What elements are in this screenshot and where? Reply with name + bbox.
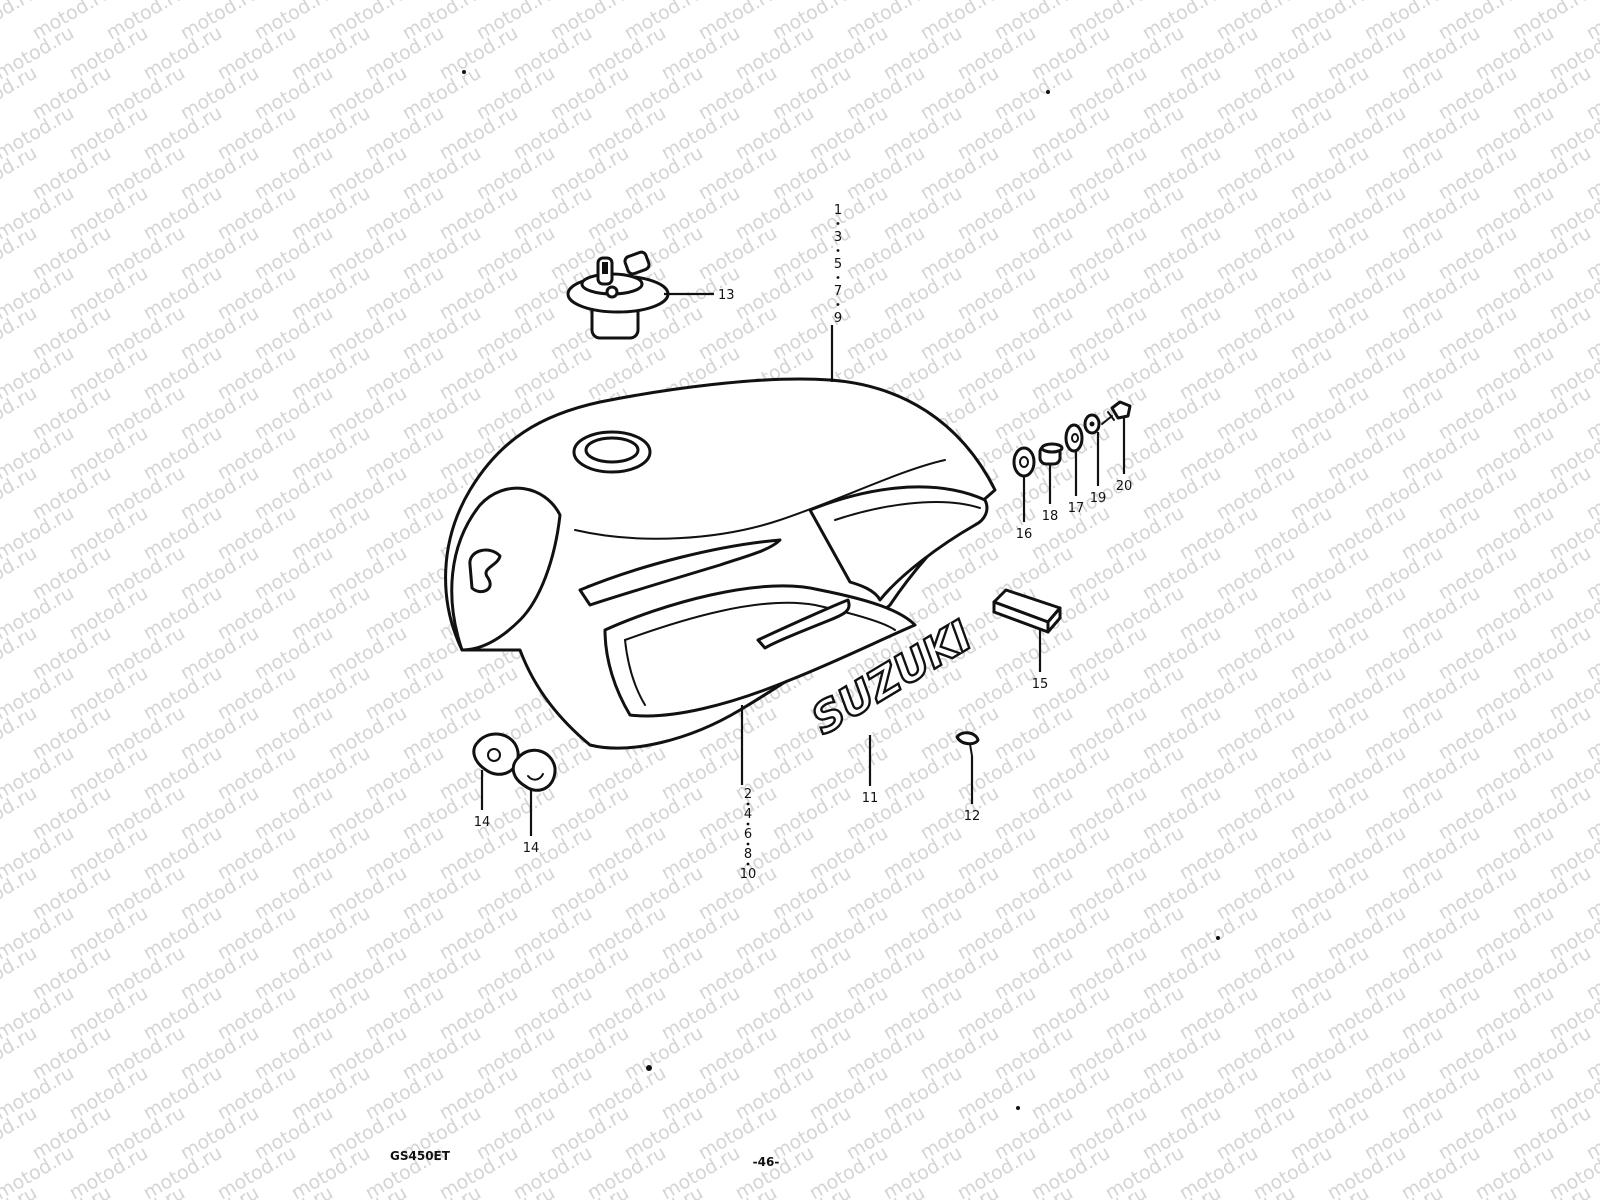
separator-dot	[746, 802, 750, 806]
separator-dot	[836, 276, 840, 279]
label-18: 18	[1042, 509, 1059, 524]
label-13: 13	[718, 288, 735, 303]
collar-18	[1038, 442, 1064, 466]
separator-dot	[746, 842, 750, 846]
washer-19	[1083, 413, 1101, 435]
separator-dot	[836, 222, 840, 225]
label-19: 19	[1090, 491, 1107, 506]
label-20: 20	[1116, 479, 1133, 494]
part-number-5: 5	[834, 257, 842, 272]
page-number: -46-	[753, 1155, 780, 1169]
part-number-1: 1	[834, 203, 842, 218]
label-12: 12	[964, 809, 981, 824]
part-number-10: 10	[740, 867, 757, 882]
label-14b: 14	[523, 841, 540, 856]
label-11: 11	[862, 791, 879, 806]
label-15: 15	[1032, 677, 1049, 692]
label-17: 17	[1068, 501, 1085, 516]
part-number-6: 6	[744, 827, 752, 842]
model-code: GS450ET	[390, 1149, 451, 1163]
washer-17	[1064, 423, 1084, 453]
separator-dot	[746, 862, 750, 866]
part-number-9: 9	[834, 311, 842, 326]
part-number-2: 2	[744, 787, 752, 802]
separator-dot	[836, 249, 840, 252]
separator-dot	[836, 303, 840, 306]
label-14a: 14	[474, 815, 491, 830]
part-number-4: 4	[744, 807, 752, 822]
cushion-16	[1012, 446, 1036, 478]
separator-dot	[746, 822, 750, 826]
part-number-3: 3	[834, 230, 842, 245]
cushion-15	[992, 588, 1062, 634]
label-16: 16	[1016, 527, 1033, 542]
part-number-8: 8	[744, 847, 752, 862]
part-number-7: 7	[834, 284, 842, 299]
